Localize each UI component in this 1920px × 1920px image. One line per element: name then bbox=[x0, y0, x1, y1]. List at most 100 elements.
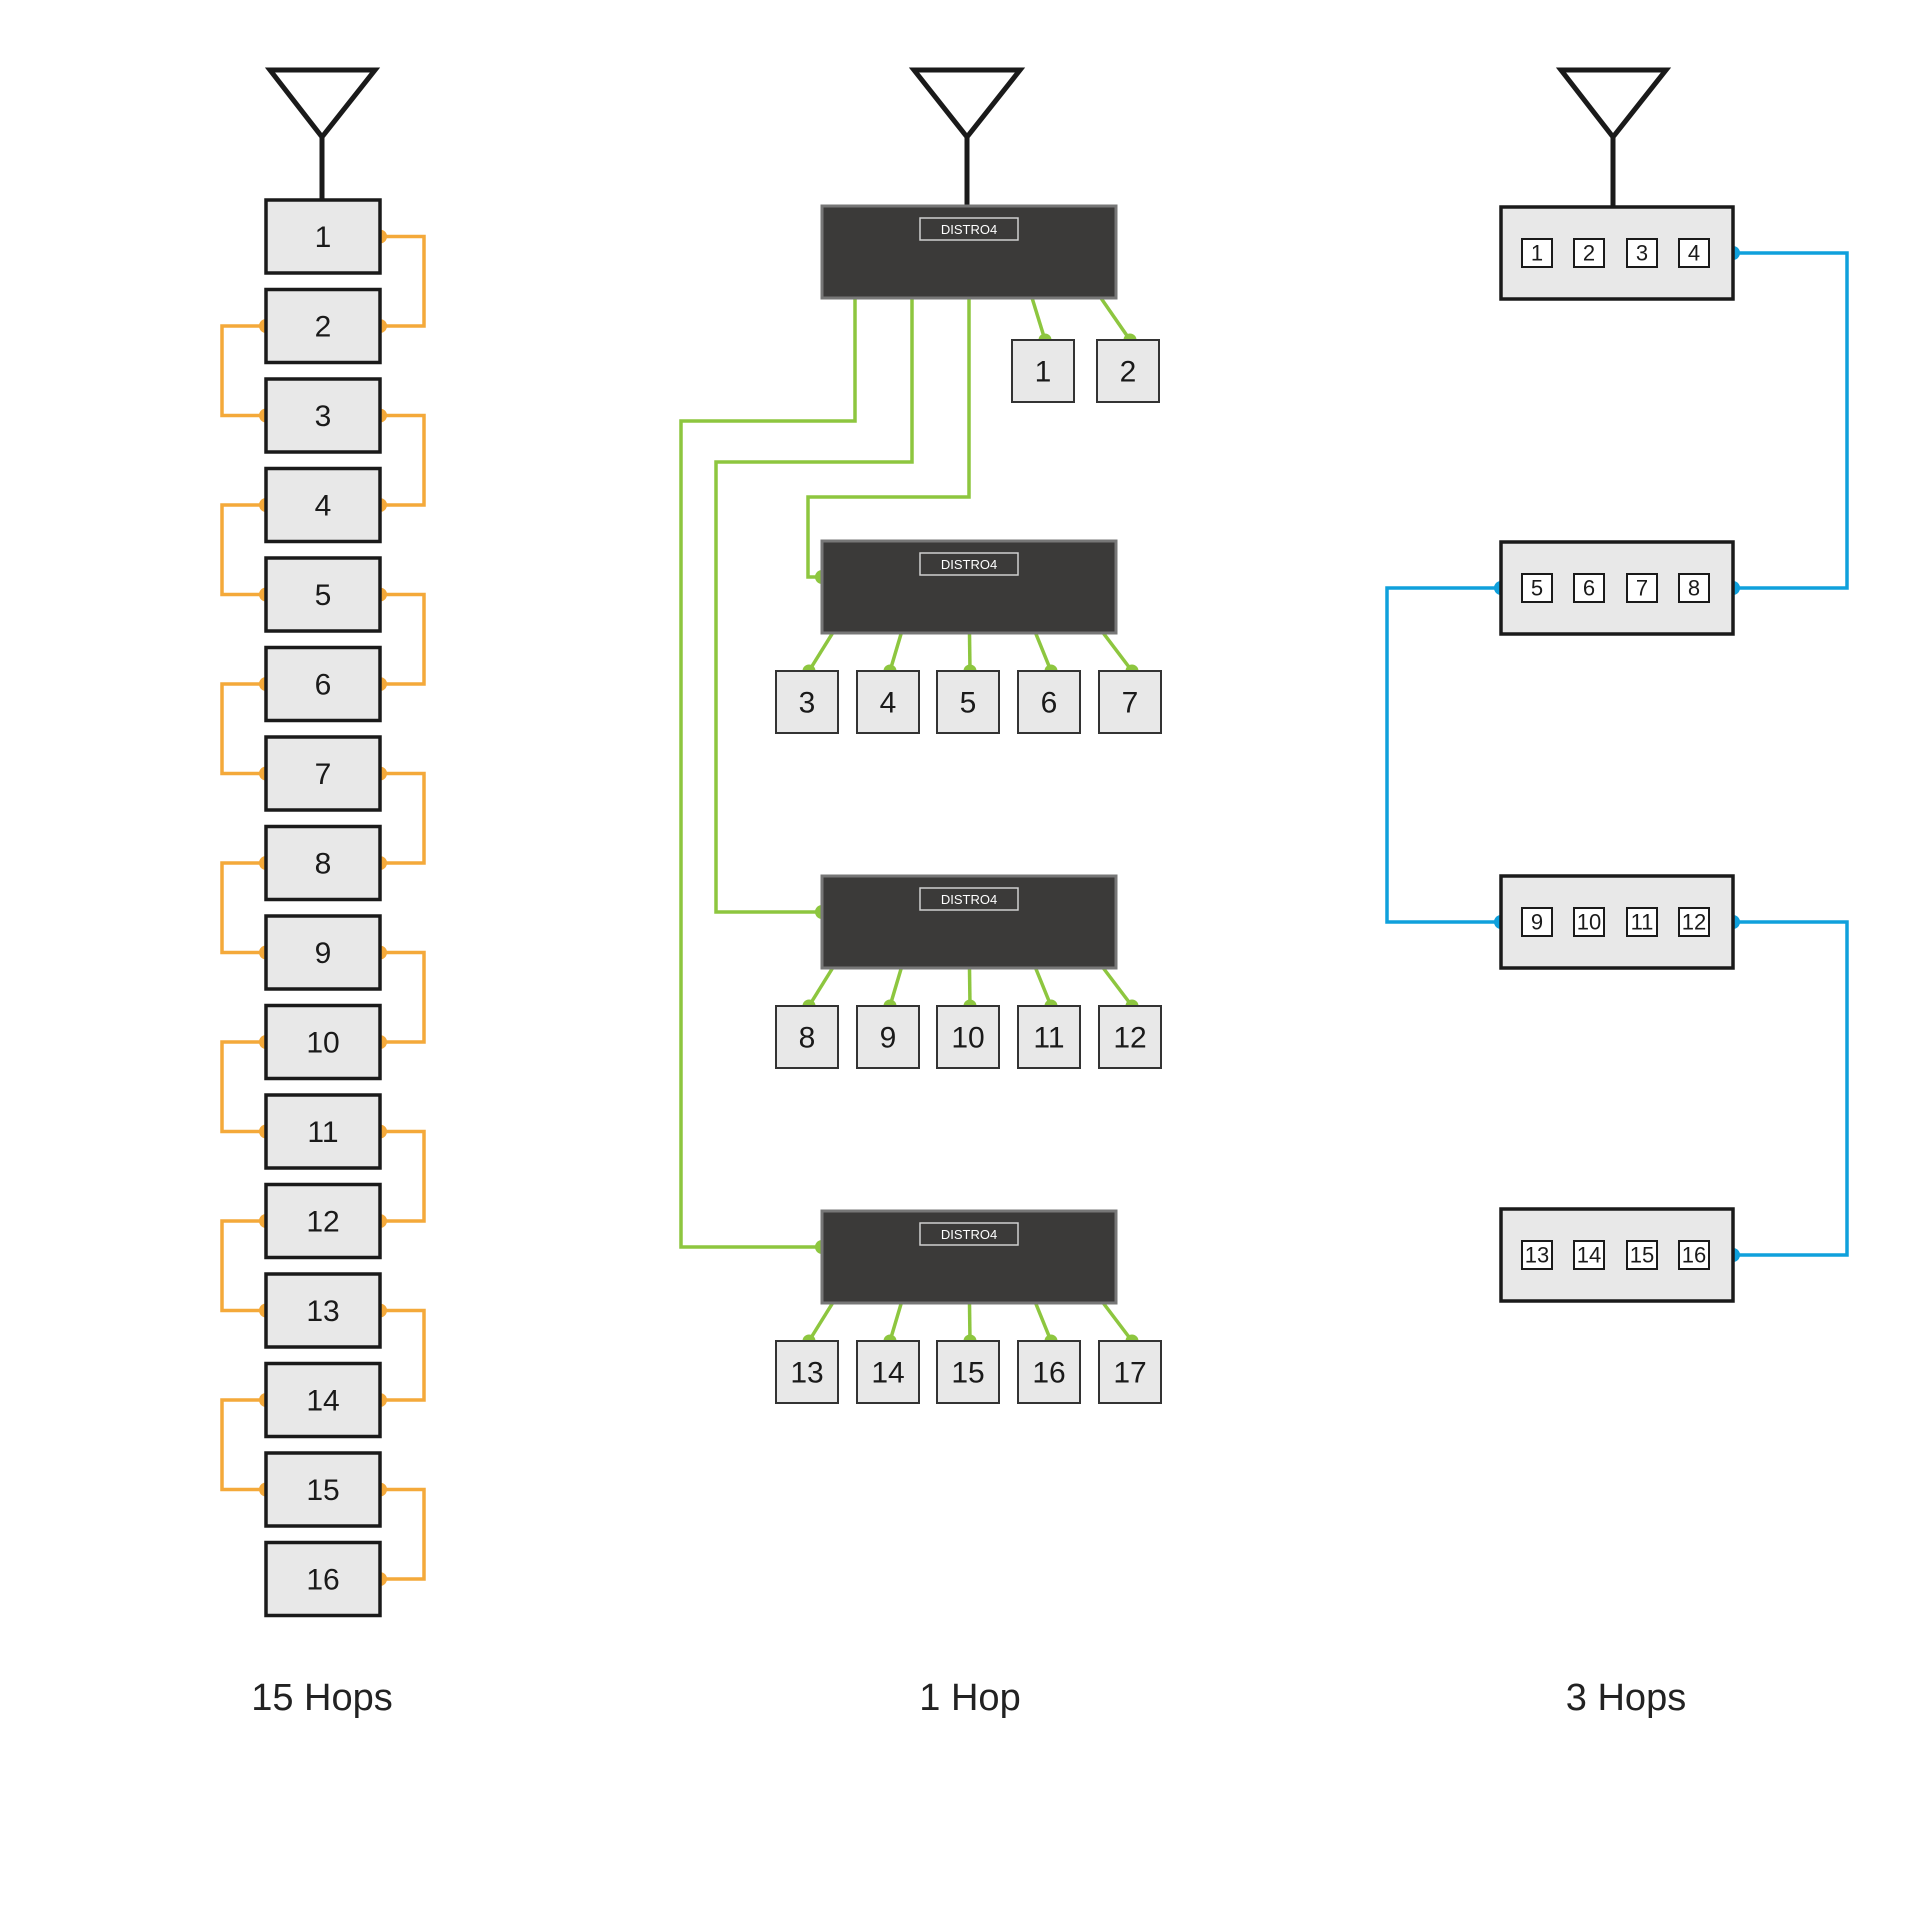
device-box: 17 bbox=[1098, 1340, 1162, 1404]
device-label: 12 bbox=[1682, 910, 1706, 935]
device-label: 14 bbox=[871, 1357, 904, 1390]
sub-device: 9 bbox=[1521, 907, 1553, 937]
daisy-cable bbox=[220, 1040, 266, 1134]
device-label: 11 bbox=[307, 1116, 338, 1149]
caption-3-hops: 3 Hops bbox=[1566, 1677, 1686, 1719]
daisy-cable bbox=[380, 771, 426, 865]
device-box: 13 bbox=[775, 1340, 839, 1404]
distro-label-plate bbox=[919, 217, 1019, 241]
device-label: 11 bbox=[1631, 910, 1654, 935]
antenna-icon bbox=[908, 67, 1026, 205]
combo-unit: 1 2 3 4 bbox=[1499, 205, 1735, 301]
combo-cables bbox=[1385, 246, 1849, 1262]
daisy-cable bbox=[220, 682, 266, 776]
device-label: 9 bbox=[315, 937, 332, 970]
device-label: 5 bbox=[1531, 576, 1543, 601]
device-box: 4 bbox=[856, 670, 920, 734]
device-box: 2 bbox=[264, 287, 382, 365]
sub-device: 12 bbox=[1678, 907, 1710, 937]
device-box: 10 bbox=[264, 1003, 382, 1081]
device-label: 7 bbox=[1636, 576, 1648, 601]
device-label: 6 bbox=[1041, 687, 1058, 720]
device-label: 3 bbox=[1636, 241, 1648, 266]
device-box: 15 bbox=[264, 1451, 382, 1528]
device-box: 3 bbox=[775, 670, 839, 734]
device-label: 15 bbox=[951, 1357, 984, 1390]
device-label: 14 bbox=[306, 1385, 339, 1418]
distro-label: DISTRO4 bbox=[941, 892, 997, 907]
distro-label: DISTRO4 bbox=[941, 557, 997, 572]
daisy-cable bbox=[220, 1398, 266, 1492]
device-label: 8 bbox=[1688, 576, 1700, 601]
device-box: 9 bbox=[264, 914, 382, 991]
device-box: 1 bbox=[1011, 339, 1075, 403]
distro-label-plate bbox=[919, 552, 1019, 576]
device-label: 8 bbox=[315, 848, 332, 881]
device-box: 3 bbox=[264, 377, 382, 454]
device-box: 15 bbox=[936, 1340, 1000, 1404]
trunk-cable bbox=[806, 262, 971, 579]
device-box: 13 bbox=[264, 1272, 382, 1349]
sub-device: 7 bbox=[1626, 573, 1658, 603]
device-label: 2 bbox=[315, 311, 332, 344]
combo-cable bbox=[1733, 251, 1849, 590]
sub-device: 10 bbox=[1573, 907, 1605, 937]
device-label: 10 bbox=[306, 1027, 339, 1060]
device-label: 15 bbox=[306, 1474, 339, 1507]
device-label: 2 bbox=[1120, 356, 1137, 389]
combo-unit: 5 6 7 8 bbox=[1499, 540, 1735, 636]
caption-15-hops: 15 Hops bbox=[251, 1677, 393, 1719]
sub-device: 6 bbox=[1573, 573, 1605, 603]
distro-label-plate bbox=[919, 1222, 1019, 1246]
device-box: 12 bbox=[264, 1182, 382, 1260]
device-label: 8 bbox=[799, 1022, 816, 1055]
device-label: 1 bbox=[1531, 241, 1543, 266]
device-label: 1 bbox=[1035, 356, 1052, 389]
device-label: 7 bbox=[1122, 687, 1139, 720]
device-label: 12 bbox=[306, 1206, 339, 1239]
device-label: 9 bbox=[1531, 910, 1543, 935]
combo-unit: 9 10 11 12 bbox=[1499, 874, 1735, 970]
device-label: 6 bbox=[1583, 576, 1595, 601]
sub-device: 8 bbox=[1678, 573, 1710, 603]
daisy-cable bbox=[380, 1308, 426, 1402]
distro-label-plate bbox=[919, 887, 1019, 911]
device-label: 11 bbox=[1033, 1022, 1064, 1055]
daisy-cable bbox=[380, 950, 426, 1044]
combo-cable bbox=[1385, 586, 1501, 924]
device-box: 11 bbox=[264, 1093, 382, 1170]
device-label: 3 bbox=[315, 400, 332, 433]
device-label: 4 bbox=[1688, 241, 1700, 266]
device-label: 10 bbox=[1577, 910, 1601, 935]
device-label: 9 bbox=[880, 1022, 897, 1055]
device-box: 1 bbox=[264, 198, 382, 275]
distro-hub: DISTRO4 bbox=[820, 539, 1118, 635]
device-label: 13 bbox=[306, 1295, 339, 1328]
device-box: 8 bbox=[775, 1005, 839, 1069]
device-label: 4 bbox=[880, 687, 897, 720]
trunk-cable bbox=[679, 262, 857, 1249]
device-box: 7 bbox=[264, 735, 382, 812]
sub-device: 13 bbox=[1521, 1240, 1553, 1270]
sub-device: 2 bbox=[1573, 238, 1605, 268]
device-box: 6 bbox=[1017, 670, 1081, 734]
device-box: 4 bbox=[264, 466, 382, 544]
device-label: 2 bbox=[1583, 241, 1595, 266]
device-label: 16 bbox=[1032, 1357, 1065, 1390]
device-label: 10 bbox=[951, 1022, 984, 1055]
distro-cables bbox=[679, 254, 1139, 1348]
sub-device: 15 bbox=[1626, 1240, 1658, 1270]
distro-hub: DISTRO4 bbox=[820, 874, 1118, 970]
distro-label: DISTRO4 bbox=[941, 222, 997, 237]
device-label: 16 bbox=[1682, 1243, 1706, 1268]
distro-hub: DISTRO4 bbox=[820, 204, 1118, 300]
distro-label: DISTRO4 bbox=[941, 1227, 997, 1242]
